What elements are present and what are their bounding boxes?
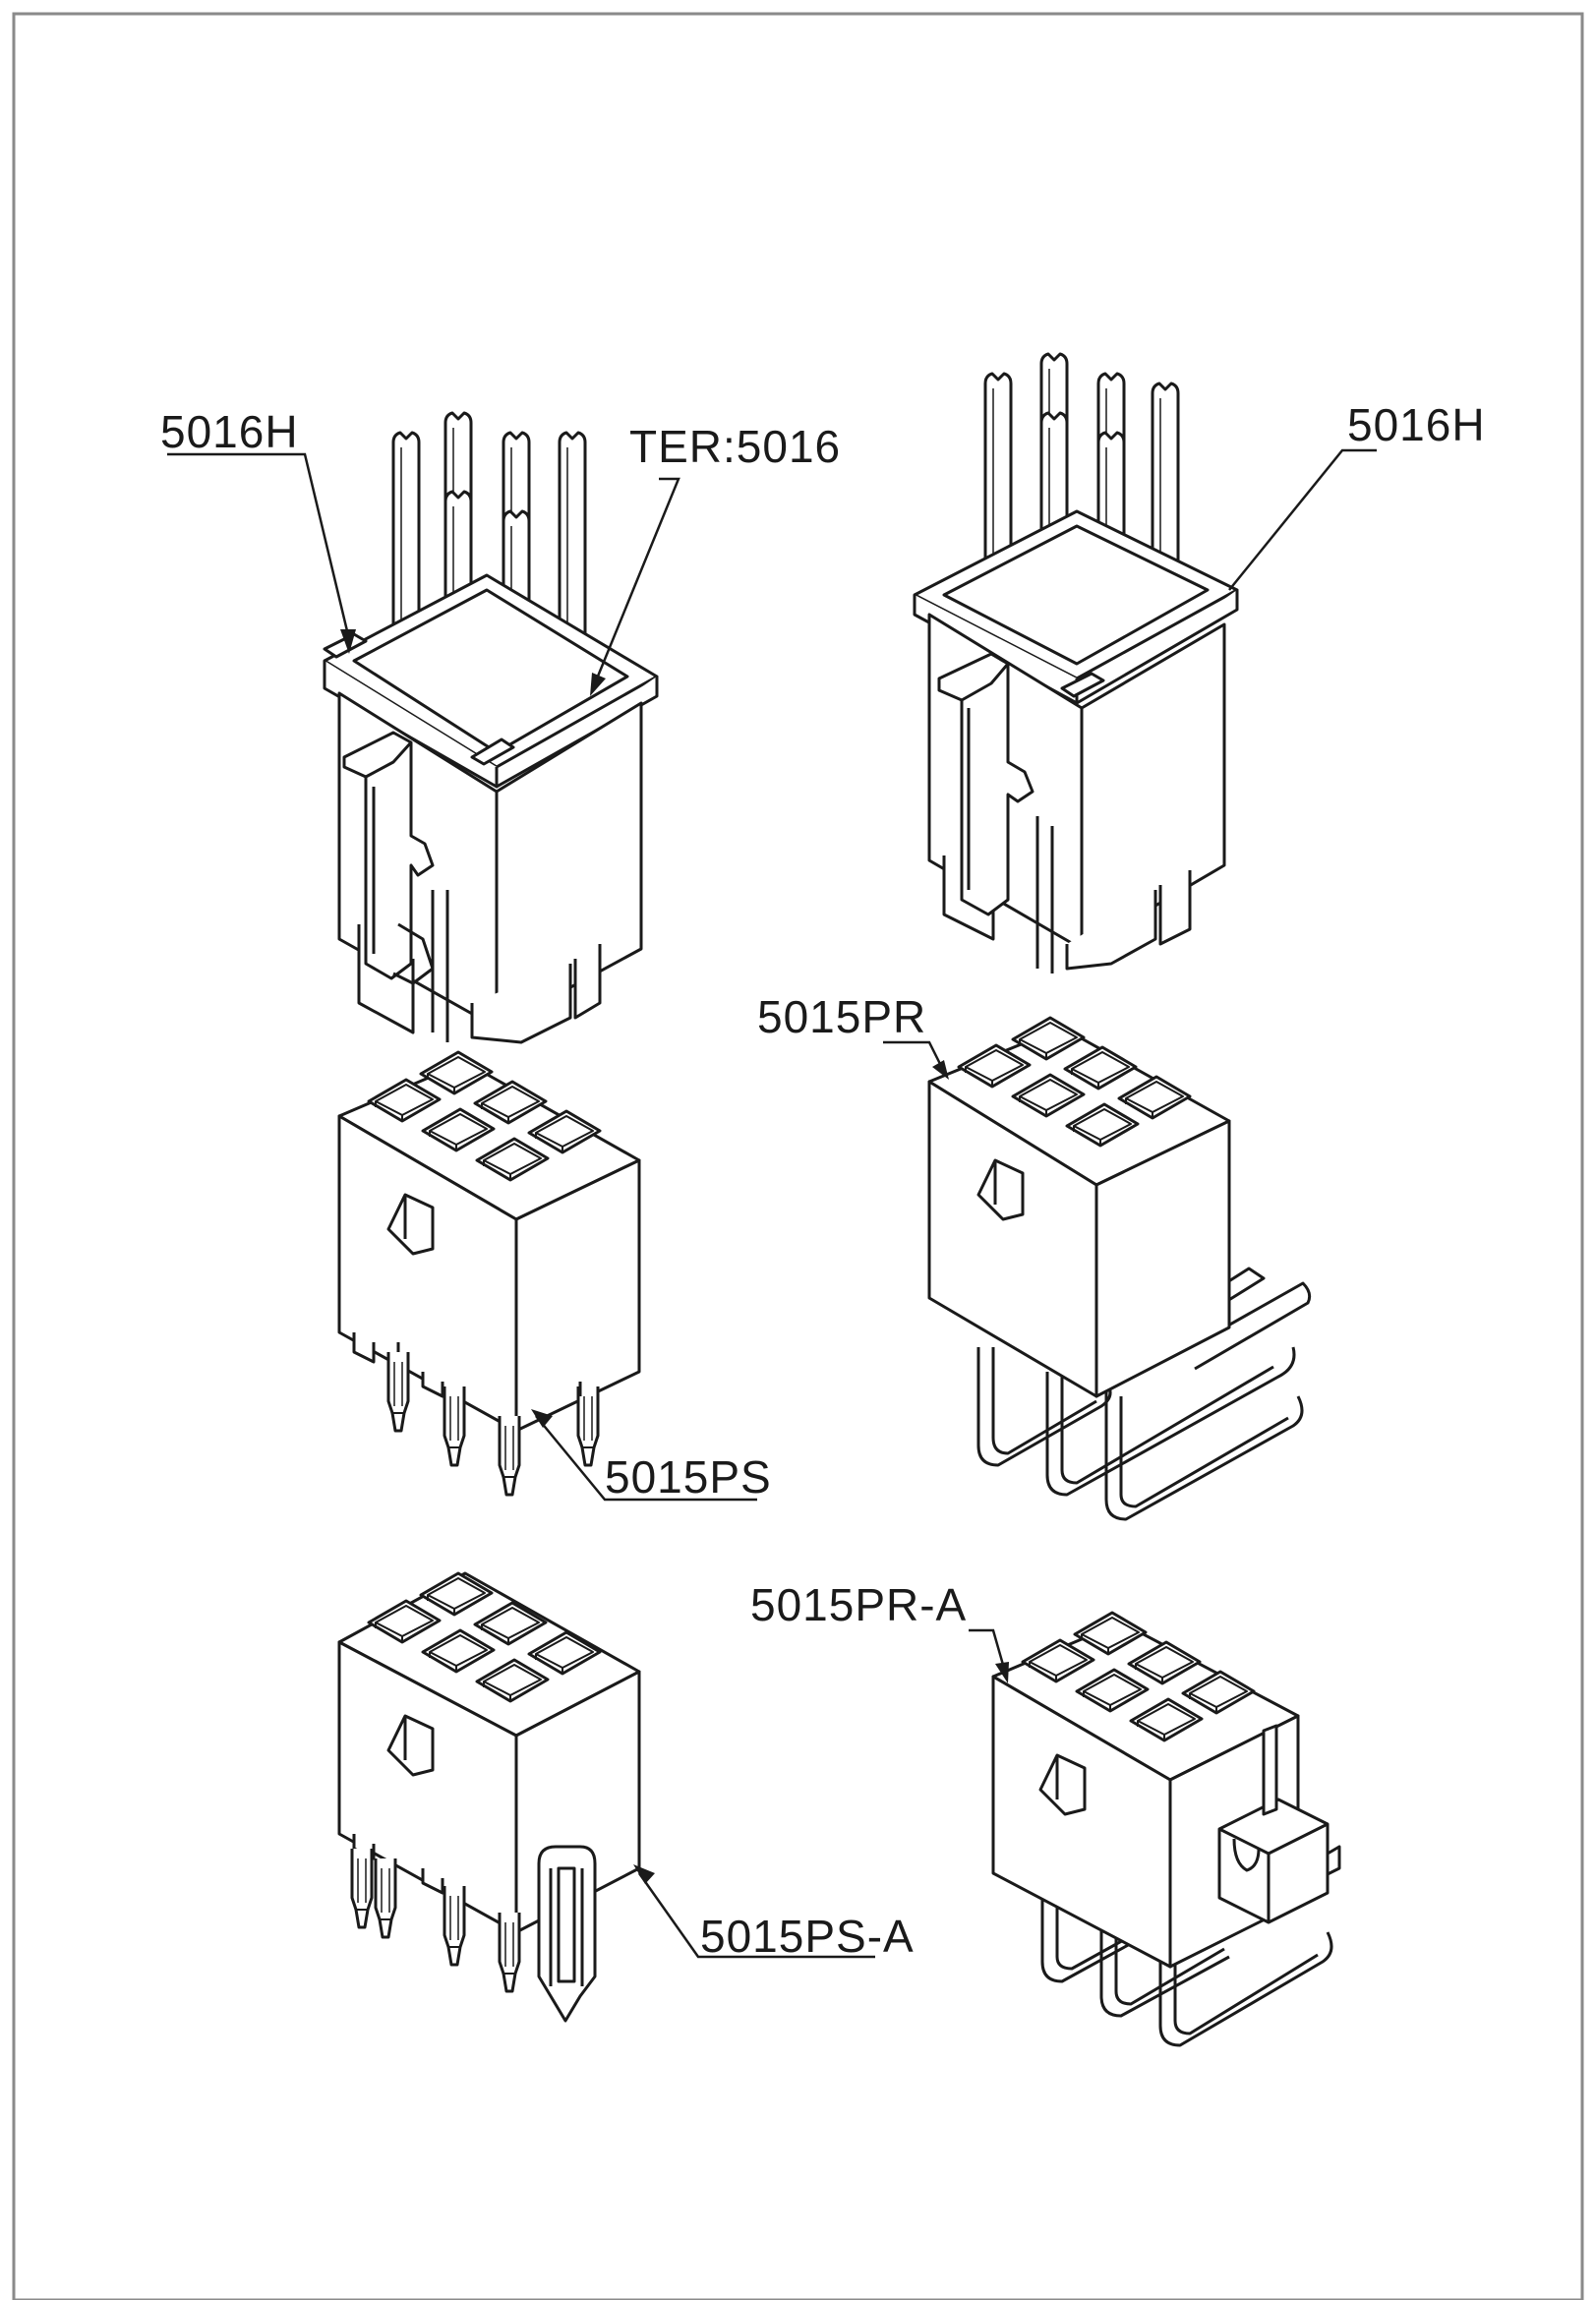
arrow-5015pr — [932, 1060, 949, 1080]
header-5015pr — [927, 1016, 1312, 1521]
leader-5015ps-a — [637, 1872, 875, 1959]
leader-5015ps — [535, 1415, 757, 1502]
label-5015pr-a: 5015PR-A — [750, 1579, 967, 1630]
leader-5015pr — [883, 1040, 946, 1073]
label-5015ps: 5015PS — [605, 1451, 772, 1503]
arrow-5015ps — [531, 1409, 553, 1428]
header-5015ps — [337, 1050, 641, 1497]
leader-5015pr-a — [969, 1628, 1007, 1673]
label-5016h-left: 5016H — [160, 406, 299, 457]
leader-5016h-left — [167, 452, 351, 640]
header-5015pr-a — [991, 1611, 1341, 2047]
header-5015ps-a — [337, 1571, 641, 2023]
arrow-5016h-left — [340, 629, 356, 654]
leader-5016h-right — [1228, 448, 1377, 591]
arrow-5015ps-a — [633, 1864, 655, 1884]
label-5016h-right: 5016H — [1347, 399, 1486, 450]
label-5015ps-a: 5015PS-A — [700, 1911, 915, 1962]
housing-5016h-right — [913, 352, 1239, 973]
label-5015pr: 5015PR — [757, 991, 926, 1042]
leader-ter5016 — [593, 477, 680, 684]
sheet-border — [12, 12, 1584, 2300]
arrow-5015pr-a — [995, 1662, 1009, 1683]
label-ter5016: TER:5016 — [629, 421, 841, 472]
housing-5016h-left — [323, 411, 659, 1044]
arrow-ter5016 — [590, 673, 606, 696]
